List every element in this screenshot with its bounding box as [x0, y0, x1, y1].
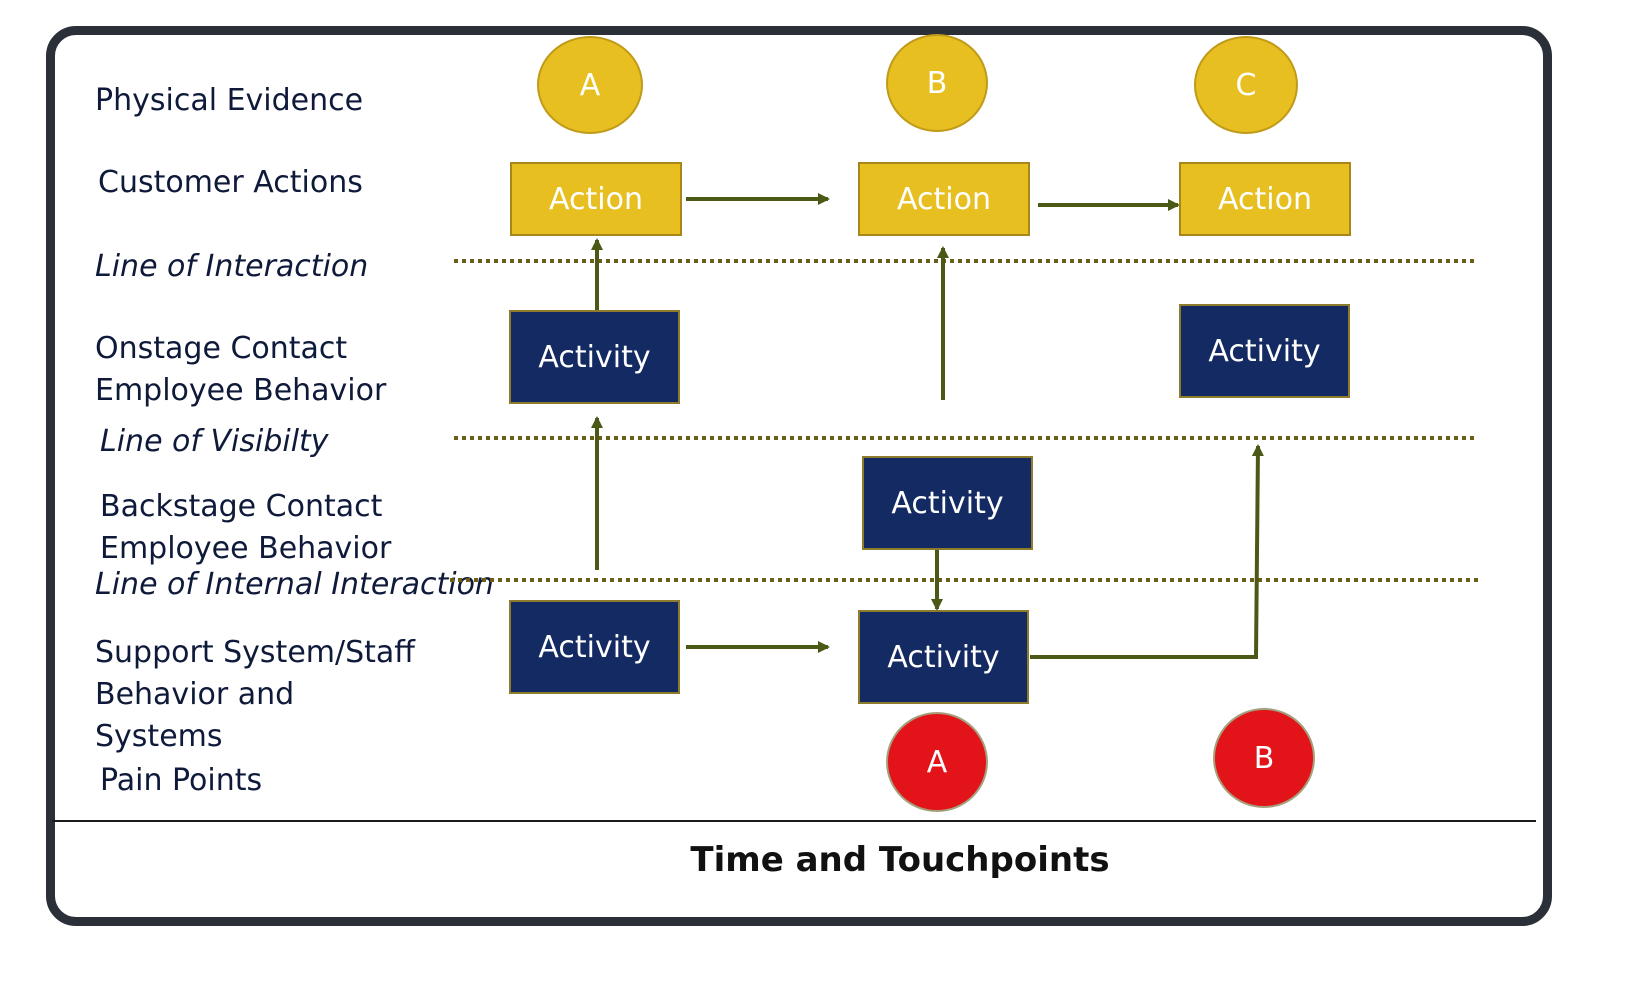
support-activity-2-label: Activity [887, 639, 1000, 675]
lane-support-line3: Systems [95, 719, 223, 754]
lane-support-line1: Support System/Staff [95, 635, 415, 670]
backstage-activity-1: Activity [862, 456, 1033, 550]
lane-backstage-line2: Employee Behavior [100, 531, 392, 566]
lane-onstage-line1: Onstage Contact [95, 331, 348, 366]
backstage-activity-1-label: Activity [891, 485, 1004, 521]
evidence-a-label: A [579, 67, 601, 103]
onstage-activity-1-label: Activity [538, 339, 651, 375]
axis-divider [52, 820, 1536, 822]
lane-support-line2: Behavior and [95, 677, 295, 712]
label-line-of-visibility: Line of Visibilty [100, 424, 329, 459]
support-activity-1-label: Activity [538, 629, 651, 665]
evidence-c-circle: C [1194, 36, 1298, 134]
label-line-of-internal-interaction: Line of Internal Interaction [95, 567, 494, 602]
lane-pain-points: Pain Points [100, 763, 263, 798]
arrow-support2-to-onstage3 [1030, 444, 1264, 659]
label-line-of-interaction: Line of Interaction [95, 249, 369, 284]
customer-action-3: Action [1179, 162, 1351, 236]
lane-backstage-line1: Backstage Contact [100, 489, 383, 524]
evidence-b-label: B [926, 65, 948, 101]
lane-customer-actions: Customer Actions [98, 165, 363, 200]
pain-point-b-circle: B [1213, 708, 1315, 808]
pain-point-a-label: A [926, 744, 948, 780]
customer-action-2: Action [858, 162, 1030, 236]
pain-point-b-label: B [1253, 740, 1275, 776]
customer-action-1-label: Action [549, 181, 643, 217]
lane-physical-evidence: Physical Evidence [95, 83, 364, 118]
onstage-activity-2: Activity [1179, 304, 1350, 398]
customer-action-3-label: Action [1218, 181, 1312, 217]
onstage-activity-2-label: Activity [1208, 333, 1321, 369]
support-activity-1: Activity [509, 600, 680, 694]
pain-point-a-circle: A [886, 712, 988, 812]
evidence-c-label: C [1235, 67, 1257, 103]
evidence-a-circle: A [537, 36, 643, 134]
lane-onstage-line2: Employee Behavior [95, 373, 387, 408]
customer-action-2-label: Action [897, 181, 991, 217]
evidence-b-circle: B [886, 34, 988, 132]
customer-action-1: Action [510, 162, 682, 236]
support-activity-2: Activity [858, 610, 1029, 704]
axis-title: Time and Touchpoints [690, 840, 1110, 880]
onstage-activity-1: Activity [509, 310, 680, 404]
